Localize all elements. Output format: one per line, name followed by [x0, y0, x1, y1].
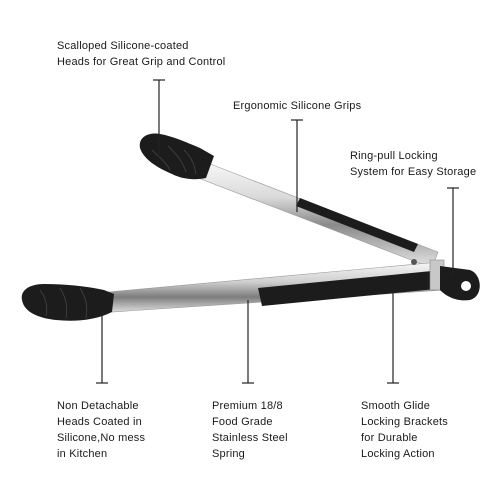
callout-line: Scalloped Silicone-coated	[57, 40, 189, 52]
ring-pull-lock	[440, 266, 480, 301]
callout-line: Non Detachable	[57, 400, 139, 412]
callout-line: System for Easy Storage	[350, 166, 477, 178]
callout-line: Ergonomic Silicone Grips	[233, 100, 362, 112]
callout-line: Food Grade	[212, 416, 273, 428]
callout-ergonomic-grips: Ergonomic Silicone Grips	[233, 98, 361, 114]
callout-line: Locking Brackets	[361, 416, 448, 428]
callout-line: Heads for Great Grip and Control	[57, 56, 226, 68]
lower-silicone-head	[21, 284, 115, 321]
callout-non-detachable: Non Detachable Heads Coated in Silicone,…	[57, 398, 145, 462]
lower-arm	[107, 259, 446, 313]
callout-line: Heads Coated in	[57, 416, 142, 428]
callout-line: Spring	[212, 448, 245, 460]
callout-smooth-glide: Smooth Glide Locking Brackets for Durabl…	[361, 398, 448, 462]
callout-line: Smooth Glide	[361, 400, 431, 412]
callout-line: Silicone,No mess	[57, 432, 146, 444]
callout-ring-pull: Ring-pull Locking System for Easy Storag…	[350, 148, 476, 180]
callout-line: Ring-pull Locking	[350, 150, 438, 162]
callout-line: Stainless Steel	[212, 432, 288, 444]
upper-silicone-head	[139, 133, 214, 180]
callout-line: in Kitchen	[57, 448, 108, 460]
callout-line: Premium 18/8	[212, 400, 283, 412]
callout-line: Locking Action	[361, 448, 435, 460]
callout-line: for Durable	[361, 432, 418, 444]
callout-premium-steel: Premium 18/8 Food Grade Stainless Steel …	[212, 398, 288, 462]
callout-scalloped-heads: Scalloped Silicone-coated Heads for Grea…	[57, 38, 225, 70]
leader-lines	[96, 79, 459, 384]
